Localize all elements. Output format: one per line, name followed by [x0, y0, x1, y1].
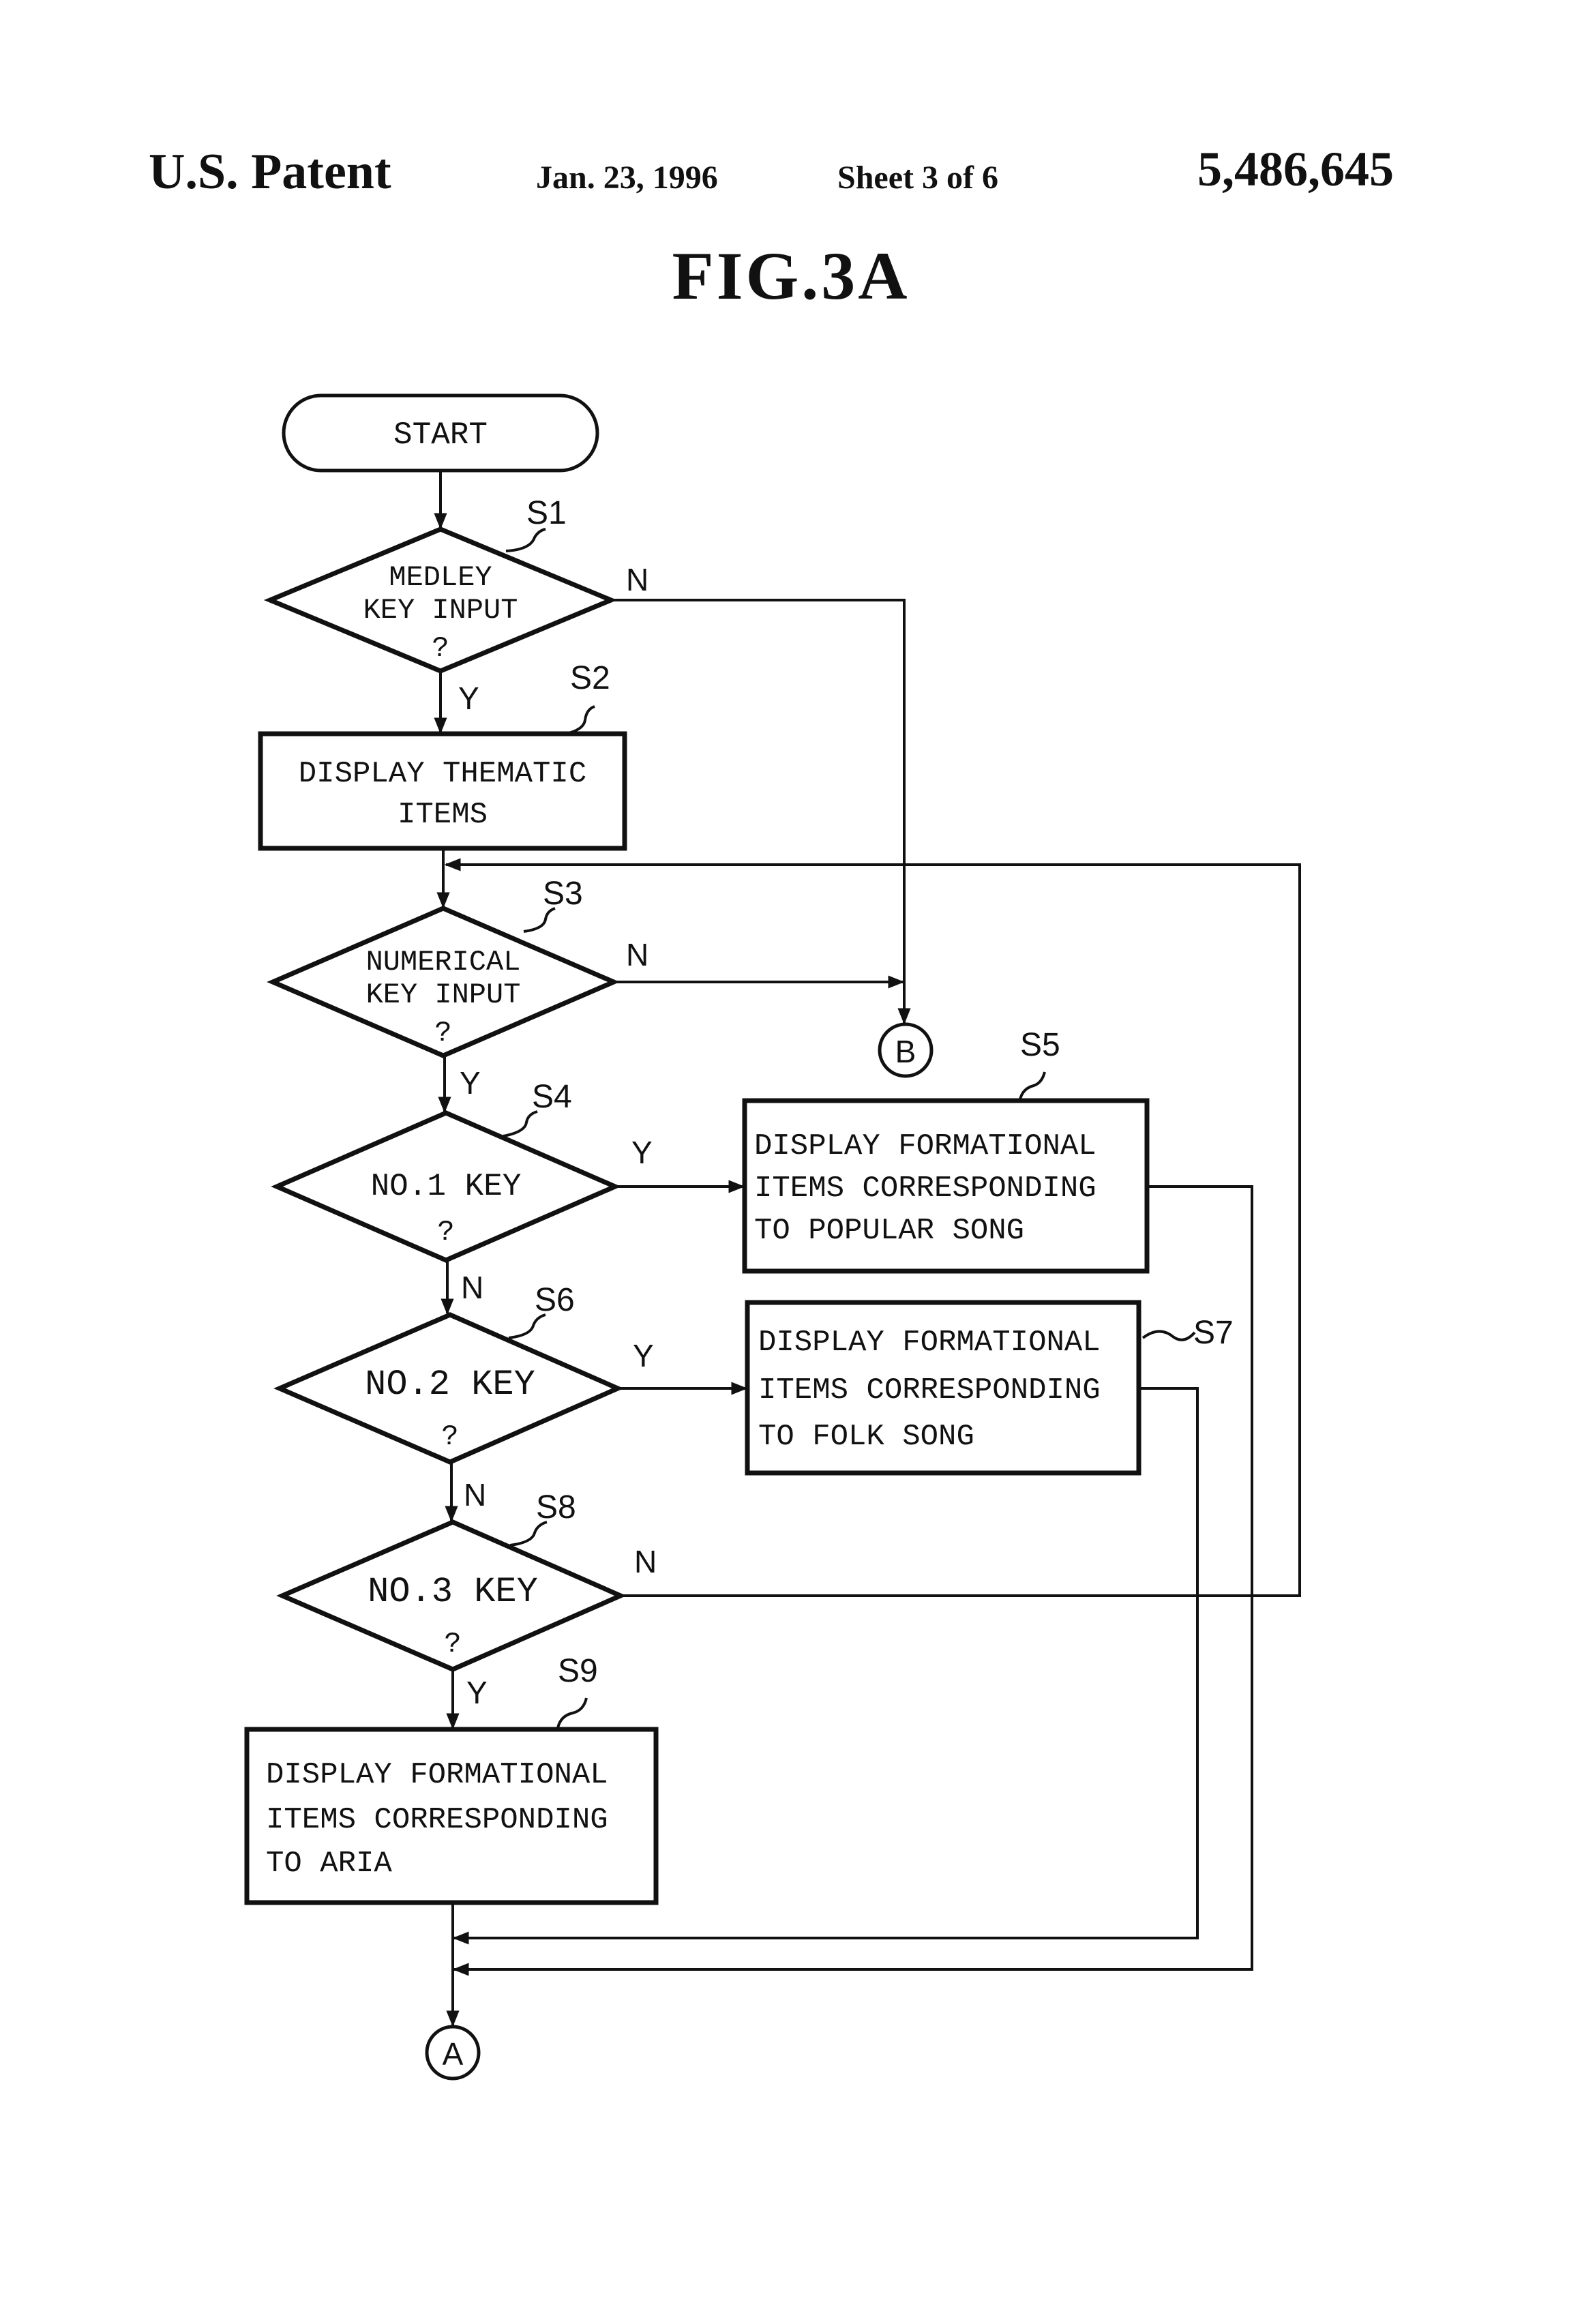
branch-s4-no: N — [461, 1270, 483, 1305]
s1-line-2: KEY INPUT — [363, 594, 518, 627]
s3-line-3: ? — [434, 1017, 451, 1049]
step-label-s3: S3 — [543, 876, 583, 912]
step-label-s4: S4 — [532, 1079, 572, 1115]
process-s2: DISPLAY THEMATIC ITEMS — [260, 734, 625, 848]
s4-line-1: NO.1 KEY — [371, 1169, 522, 1204]
step-label-s9: S9 — [558, 1653, 598, 1689]
start-terminal: START — [284, 396, 597, 471]
branch-s1-no: N — [626, 562, 648, 597]
branch-s8-yes: Y — [466, 1675, 488, 1710]
leader-s7 — [1143, 1331, 1195, 1339]
s9-line-1: DISPLAY FORMATIONAL — [266, 1758, 608, 1792]
s6-line-2: ? — [441, 1420, 458, 1453]
decision-s8: NO.3 KEY ? — [282, 1522, 621, 1669]
s4-line-2: ? — [437, 1216, 454, 1249]
patent-date: Jan. 23, 1996 — [536, 160, 718, 196]
connector-a-label: A — [443, 2036, 464, 2072]
s9-line-3: TO ARIA — [266, 1847, 392, 1881]
s7-line-1: DISPLAY FORMATIONAL — [758, 1326, 1101, 1360]
s1-line-1: MEDLEY — [389, 561, 492, 594]
s2-line-2: ITEMS — [398, 798, 488, 832]
s6-line-1: NO.2 KEY — [365, 1365, 535, 1405]
decision-s4: NO.1 KEY ? — [277, 1113, 615, 1260]
branch-s3-yes: Y — [460, 1065, 481, 1101]
connector-b: B — [880, 1024, 931, 1076]
leader-s5 — [1020, 1072, 1045, 1099]
branch-s4-yes: Y — [631, 1135, 653, 1170]
process-s7: DISPLAY FORMATIONAL ITEMS CORRESPONDING … — [747, 1302, 1139, 1473]
connector-b-label: B — [895, 1034, 916, 1069]
s5-line-2: ITEMS CORRESPONDING — [754, 1172, 1096, 1206]
leader-s8 — [510, 1522, 547, 1545]
s3-line-1: NUMERICAL — [366, 946, 521, 979]
branch-s8-no: N — [634, 1544, 657, 1579]
s1-line-3: ? — [432, 632, 449, 665]
patent-label: U.S. Patent — [149, 144, 391, 200]
decision-s1: MEDLEY KEY INPUT ? — [270, 529, 611, 671]
step-label-s1: S1 — [526, 495, 567, 531]
branch-s3-no: N — [626, 937, 648, 972]
process-s9: DISPLAY FORMATIONAL ITEMS CORRESPONDING … — [247, 1729, 656, 1903]
step-label-s6: S6 — [535, 1282, 575, 1318]
s7-line-3: TO FOLK SONG — [758, 1420, 974, 1454]
branch-s1-yes: Y — [458, 681, 479, 716]
step-label-s2: S2 — [570, 660, 610, 696]
leader-s9 — [558, 1698, 586, 1728]
patent-number: 5,486,645 — [1197, 142, 1394, 196]
step-label-s8: S8 — [536, 1489, 576, 1525]
step-label-s7: S7 — [1193, 1315, 1234, 1351]
branch-s6-no: N — [464, 1477, 486, 1513]
connector-a: A — [427, 2027, 479, 2079]
s7-line-2: ITEMS CORRESPONDING — [758, 1373, 1101, 1407]
figure-title: FIG.3A — [672, 238, 910, 314]
s5-line-3: TO POPULAR SONG — [754, 1214, 1024, 1248]
s8-line-2: ? — [444, 1628, 461, 1660]
start-label: START — [393, 417, 488, 453]
leader-s4 — [503, 1112, 537, 1136]
process-s5: DISPLAY FORMATIONAL ITEMS CORRESPONDING … — [745, 1101, 1147, 1271]
branch-s6-yes: Y — [633, 1338, 654, 1373]
s2-line-1: DISPLAY THEMATIC — [299, 757, 586, 791]
leader-s3 — [524, 908, 555, 932]
s3-line-2: KEY INPUT — [366, 979, 521, 1011]
decision-s6: NO.2 KEY ? — [280, 1315, 618, 1462]
leader-s2 — [566, 706, 595, 734]
s8-line-1: NO.3 KEY — [368, 1572, 538, 1612]
leader-s1 — [506, 529, 546, 551]
leader-s6 — [509, 1315, 546, 1338]
step-label-s5: S5 — [1020, 1027, 1060, 1063]
s9-line-2: ITEMS CORRESPONDING — [266, 1803, 608, 1837]
s5-line-1: DISPLAY FORMATIONAL — [754, 1129, 1096, 1163]
decision-s3: NUMERICAL KEY INPUT ? — [273, 908, 614, 1056]
sheet-number: Sheet 3 of 6 — [837, 160, 998, 196]
arrow-s1-no — [611, 600, 904, 1023]
